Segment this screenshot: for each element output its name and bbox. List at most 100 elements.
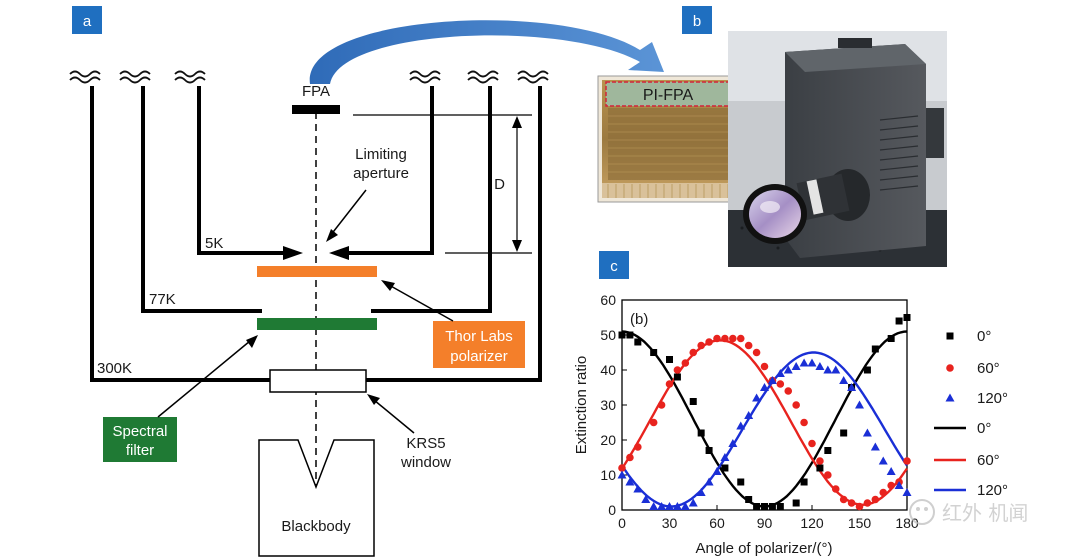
- badge-c: [599, 251, 629, 279]
- data-point-triangle: [728, 439, 738, 447]
- data-point-triangle: [680, 502, 690, 510]
- aperture-arrowhead-right: [329, 246, 349, 260]
- krs5-label-1: KRS5: [406, 435, 445, 452]
- data-point-circle: [760, 362, 769, 371]
- data-point-square: [697, 429, 705, 437]
- data-points: [617, 314, 912, 511]
- data-point-triangle: [767, 376, 777, 384]
- data-point-circle: [665, 380, 674, 388]
- dim-arrowhead-top: [512, 116, 522, 128]
- thor-label-1: Thor Labs: [445, 328, 513, 345]
- data-point-triangle: [672, 502, 682, 510]
- spectral-arrowhead: [246, 335, 258, 348]
- camera-photo: [728, 31, 947, 267]
- spectral-label-1: Spectral: [112, 423, 167, 440]
- blackbody-label: Blackbody: [281, 518, 351, 535]
- data-point-square: [871, 345, 879, 353]
- data-point-circle: [729, 334, 737, 343]
- data-point-circle: [721, 334, 729, 343]
- data-point-circle: [887, 481, 895, 490]
- data-point-circle: [808, 439, 816, 448]
- watermark-text: 红外 机闻: [942, 501, 1028, 525]
- spectral-arrow: [157, 340, 251, 418]
- legend-marker: [945, 393, 955, 402]
- data-point-square: [895, 317, 903, 325]
- data-point-circle: [752, 348, 761, 357]
- data-point-triangle: [799, 358, 809, 367]
- data-point-square: [903, 314, 911, 321]
- data-point-triangle: [847, 383, 857, 391]
- data-point-triangle: [665, 502, 674, 510]
- limiting-label-2: aperture: [353, 165, 409, 182]
- data-point-square: [792, 499, 800, 507]
- data-point-triangle: [760, 383, 769, 391]
- data-point-circle: [824, 471, 832, 479]
- data-point-circle: [689, 348, 698, 357]
- data-point-triangle: [696, 488, 706, 496]
- data-point-triangle: [823, 365, 833, 374]
- spectral-callout: [103, 417, 177, 462]
- y-tick-label: 50: [600, 327, 616, 343]
- legend-marker: [946, 364, 954, 372]
- y-tick-label: 20: [600, 432, 616, 448]
- y-tick-label: 10: [600, 467, 616, 483]
- y-tick-label: 30: [600, 397, 616, 413]
- legend-label: 60°: [977, 452, 1000, 469]
- data-point-circle: [626, 453, 634, 462]
- data-point-circle: [831, 485, 840, 493]
- data-point-square: [634, 338, 642, 346]
- data-point-triangle: [688, 498, 698, 507]
- badge-b-label: b: [693, 13, 701, 30]
- data-point-circle: [792, 401, 800, 409]
- data-point-triangle: [862, 428, 872, 437]
- data-point-square: [768, 503, 776, 510]
- data-point-circle: [855, 502, 864, 511]
- limiting-arrowhead: [326, 229, 338, 242]
- data-point-square: [673, 373, 681, 381]
- data-point-triangle: [894, 481, 904, 489]
- thor-arrowhead: [381, 280, 395, 291]
- spectral-label-2: filter: [126, 442, 154, 459]
- data-point-circle: [649, 418, 658, 427]
- data-point-square: [705, 447, 713, 454]
- data-point-triangle: [791, 362, 801, 370]
- label-300k: 300K: [97, 360, 132, 377]
- polarizer-bar: [257, 266, 377, 277]
- transfer-arrow: [309, 20, 664, 84]
- data-point-triangle: [783, 365, 793, 374]
- data-point-circle: [657, 401, 666, 409]
- x-tick-label: 60: [709, 515, 725, 531]
- data-point-circle: [903, 457, 911, 465]
- data-point-triangle: [641, 495, 651, 503]
- y-tick-label: 60: [600, 292, 616, 308]
- legend-marker: [946, 332, 954, 340]
- thor-label-2: polarizer: [450, 348, 508, 365]
- thor-callout: [433, 321, 525, 368]
- badge-a-label: a: [83, 13, 92, 30]
- data-point-circle: [713, 334, 721, 343]
- legend: 0°60°120°0°60°120°: [934, 328, 1008, 499]
- data-point-square: [650, 349, 658, 356]
- y-tick-label: 0: [608, 502, 616, 518]
- data-point-square: [737, 478, 745, 486]
- label-77k: 77K: [149, 291, 176, 308]
- data-point-triangle: [831, 365, 841, 374]
- watermark-logo-icon: [909, 499, 935, 525]
- aperture-arrowhead-left: [283, 246, 303, 260]
- data-point-triangle: [855, 400, 864, 409]
- data-point-circle: [879, 488, 888, 497]
- chart-title: (b): [630, 311, 648, 328]
- data-point-triangle: [633, 484, 643, 493]
- dim-arrowhead-bottom: [512, 240, 522, 252]
- y-tick-label: 40: [600, 362, 616, 378]
- filter-bar: [257, 318, 377, 330]
- data-point-triangle: [752, 393, 762, 402]
- panel-b: b PI-FPA: [597, 6, 947, 267]
- chip-photo: [597, 75, 743, 203]
- data-point-circle: [800, 418, 808, 427]
- data-point-circle: [776, 380, 785, 388]
- data-point-triangle: [886, 467, 896, 475]
- x-tick-label: 30: [662, 515, 678, 531]
- data-point-square: [618, 331, 626, 339]
